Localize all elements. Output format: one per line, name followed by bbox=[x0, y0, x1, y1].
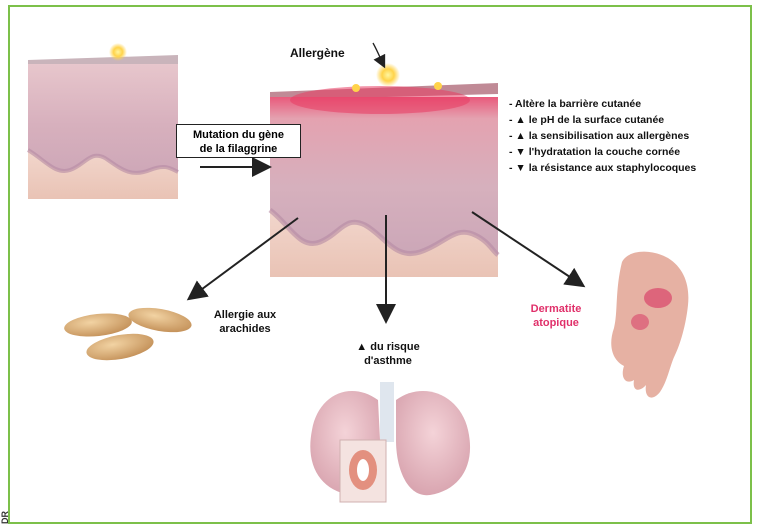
lungs-image bbox=[310, 382, 470, 502]
affected-skin-block bbox=[270, 63, 498, 277]
effects-list: - Altère la barrière cutanée - ▲ le pH d… bbox=[509, 96, 696, 176]
allergen-label: Allergène bbox=[290, 46, 345, 60]
arrow-up-icon: ▲ bbox=[515, 130, 525, 142]
effect-item-2: - ▲ le pH de la surface cutanée bbox=[509, 112, 696, 128]
peanuts-image bbox=[63, 304, 193, 365]
healthy-skin-block bbox=[28, 43, 178, 199]
arrow-down-icon: ▼ bbox=[515, 162, 525, 174]
hand-image bbox=[611, 252, 688, 398]
peanut-allergy-label: Allergie aux arachides bbox=[205, 308, 285, 336]
atopic-dermatitis-label: Dermatite atopique bbox=[520, 302, 592, 330]
mutation-box: Mutation du gène de la filaggrine bbox=[176, 124, 301, 158]
effect-item-5: - ▼ la résistance aux staphylocoques bbox=[509, 160, 696, 176]
arrow-up-icon: ▲ bbox=[515, 114, 525, 126]
effect-item-3: - ▲ la sensibilisation aux allergènes bbox=[509, 128, 696, 144]
arrow-down-icon: ▼ bbox=[515, 146, 525, 158]
effect-item-4: - ▼ l'hydratation la couche cornée bbox=[509, 144, 696, 160]
effect-item-1: - Altère la barrière cutanée bbox=[509, 96, 696, 112]
mutation-line-2: de la filaggrine bbox=[177, 142, 300, 156]
mutation-line-1: Mutation du gène bbox=[177, 128, 300, 142]
arrow-up-icon: ▲ bbox=[356, 341, 367, 353]
asthma-risk-label: ▲ du risque d'asthme bbox=[348, 340, 428, 368]
